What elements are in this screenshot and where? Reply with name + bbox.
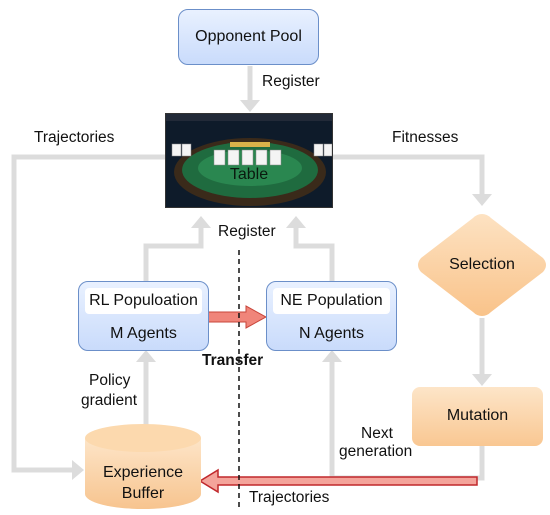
policy-gradient-line1: Policy: [89, 372, 131, 389]
experience-buffer-node: Experience Buffer: [83, 422, 203, 512]
mutation-node: Mutation: [412, 387, 543, 446]
edge-trajectories-to-buffer: [198, 468, 478, 494]
arrowhead-ne-up: [322, 350, 342, 362]
edge-table-to-buffer: [11, 154, 165, 473]
poker-table-image: Table: [165, 113, 333, 208]
cylinder-shape: [85, 424, 201, 509]
arrowhead-table-right: [286, 216, 306, 228]
selection-diamond: [418, 214, 546, 316]
edge-rl-to-table: [143, 226, 204, 282]
poker-table-icon: [166, 114, 332, 207]
ne-population-node: NE Population N Agents: [266, 281, 397, 351]
edge-table-to-selection: [332, 154, 485, 198]
opponent-pool-label: Opponent Pool: [195, 28, 302, 45]
mutation-label: Mutation: [446, 407, 509, 424]
selection-label: Selection: [449, 256, 515, 273]
experience-buffer-line1: Experience: [102, 464, 184, 481]
next-generation-line1: Next: [361, 425, 393, 442]
fitnesses-label: Fitnesses: [392, 129, 459, 146]
trajectories-bottom-label: Trajectories: [249, 489, 330, 506]
table-label: Table: [229, 166, 269, 183]
rl-population-title: RL Populoation: [85, 288, 202, 314]
opponent-pool-node: Opponent Pool: [178, 9, 319, 65]
edge-transfer: [207, 305, 268, 329]
edge-ne-to-table: [293, 226, 335, 282]
experience-buffer-line2: Buffer: [121, 485, 165, 502]
arrowhead-buffer-left: [72, 460, 84, 480]
arrowhead-pool-table: [240, 100, 260, 112]
register-mid-label: Register: [218, 223, 276, 240]
rl-population-subtitle: M Agents: [110, 325, 177, 342]
register-top-label: Register: [262, 73, 320, 90]
ne-population-title: NE Population: [273, 288, 390, 314]
arrowhead-selection: [472, 194, 492, 206]
selection-node: Selection: [413, 212, 550, 318]
arrowhead-mutation: [472, 374, 492, 386]
transfer-label: Transfer: [202, 352, 264, 369]
rl-population-node: RL Populoation M Agents: [78, 281, 209, 351]
next-generation-line2: generation: [339, 443, 413, 460]
arrowhead-rl-up: [136, 350, 156, 362]
ne-population-subtitle: N Agents: [299, 325, 364, 342]
arrowhead-table-left: [191, 216, 211, 228]
trajectories-left-label: Trajectories: [34, 129, 115, 146]
policy-gradient-line2: gradient: [81, 392, 138, 409]
